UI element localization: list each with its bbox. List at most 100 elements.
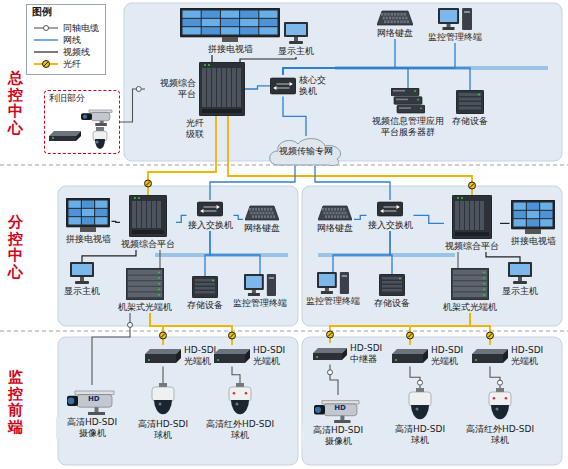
icon-part — [340, 272, 349, 294]
device-icon — [392, 349, 428, 363]
network-cloud: 视频传输专网 — [266, 136, 346, 166]
icon-part — [315, 407, 321, 413]
icon-part — [96, 127, 104, 131]
icon-part — [126, 268, 164, 300]
fiber-mark — [408, 334, 412, 338]
legend-title: 图例 — [32, 6, 52, 18]
icon-part — [192, 276, 218, 298]
video-platform: 视频综合 平台 — [145, 62, 245, 116]
icon-part — [404, 13, 406, 16]
icon-part — [195, 287, 215, 290]
icon-part — [324, 212, 326, 215]
icon-part — [273, 86, 276, 90]
device-icon — [227, 383, 253, 417]
icon-part — [513, 281, 527, 284]
icon-part — [257, 212, 259, 215]
device-label: 存储设备 — [373, 298, 411, 309]
coax-mark — [128, 322, 133, 327]
network-cable — [205, 231, 210, 276]
icon-part — [395, 359, 397, 361]
device-icon — [377, 10, 413, 26]
device-label: 拼接电视墙 — [510, 236, 557, 247]
icon-part — [342, 348, 347, 360]
fiber-mark — [328, 333, 332, 337]
device-label: HD-SDI 光端机 — [430, 345, 468, 367]
icon-part — [132, 230, 164, 234]
icon-part — [391, 20, 393, 23]
device-icon — [283, 22, 309, 44]
device-icon — [511, 200, 555, 234]
icon-part — [208, 64, 210, 66]
icon-part — [80, 277, 84, 281]
icon-part — [158, 283, 160, 285]
icon-part — [319, 274, 335, 286]
fiber-mark — [488, 334, 492, 338]
icon-part — [505, 397, 508, 400]
icon-part — [91, 112, 110, 120]
device-icon — [197, 200, 223, 218]
fiber-mark — [161, 334, 165, 338]
legend-text: 网线 — [63, 34, 81, 47]
device-icon — [451, 268, 489, 300]
device-icon — [313, 348, 347, 360]
fiber-transceiver: HD-SDI 光端机 — [472, 345, 548, 367]
icon-part — [452, 195, 492, 239]
icon-part — [128, 287, 162, 292]
device-icon — [377, 10, 413, 26]
icon-part — [313, 348, 347, 353]
icon-part — [334, 420, 350, 423]
network-cable — [315, 166, 390, 200]
icon-part — [267, 208, 269, 211]
icon-part — [217, 205, 220, 209]
icon-part — [483, 294, 485, 296]
device-icon — [379, 274, 405, 296]
hd-camera: 高清HD-SDI 摄像机 — [302, 395, 374, 447]
icon-part — [394, 20, 396, 23]
dome-camera: 高清HD-SDI 球机 — [127, 383, 199, 441]
video-cable — [240, 57, 296, 62]
icon-part — [264, 208, 266, 211]
fiber-link — [150, 313, 163, 345]
icon-part — [95, 201, 107, 208]
icon-part — [470, 201, 474, 230]
icon-part — [76, 131, 81, 141]
coax-cable — [160, 250, 161, 268]
network-cable — [354, 215, 367, 219]
network-switch: 接入交换机 — [187, 200, 234, 231]
icon-part — [236, 403, 239, 406]
device-icon — [199, 62, 245, 116]
device-label: 视频综合平台 — [120, 239, 176, 250]
icon-part — [346, 215, 348, 218]
icon-part — [393, 90, 405, 92]
icon-part — [258, 208, 260, 211]
fiber-transceiver: HD-SDI 中继器 — [313, 343, 391, 365]
network-cable — [210, 231, 260, 274]
icon-part — [465, 201, 469, 230]
zone-band: 监控前端高清HD-SDI 摄像机HD-SDI 光端机HD-SDI 光端机高清HD… — [0, 333, 568, 469]
device-label: 视频综合 平台 — [145, 78, 197, 100]
coax-cable — [232, 367, 240, 383]
network-cable — [283, 39, 395, 75]
icon-part — [266, 212, 268, 215]
icon-part — [252, 208, 254, 211]
network-cable — [354, 215, 367, 219]
device-label: 机架式光端机 — [117, 302, 173, 313]
video-cable — [500, 223, 510, 224]
device-label: HD-SDI 中继器 — [349, 343, 391, 365]
device-label: 监控管理终端 — [232, 298, 288, 309]
icon-part — [212, 68, 216, 107]
device-icon — [379, 274, 405, 296]
network-cable — [234, 215, 244, 219]
icon-part — [475, 359, 477, 361]
icon-part — [340, 208, 342, 211]
icon-part — [252, 215, 254, 218]
icon-part — [95, 123, 107, 126]
device-icon — [214, 349, 250, 363]
coax-cable — [92, 313, 130, 385]
icon-part — [202, 19, 220, 26]
icon-part — [340, 215, 342, 218]
icon-part — [263, 212, 265, 215]
device-icon — [192, 276, 218, 298]
icon-part — [392, 354, 423, 363]
icon-part — [222, 68, 226, 107]
